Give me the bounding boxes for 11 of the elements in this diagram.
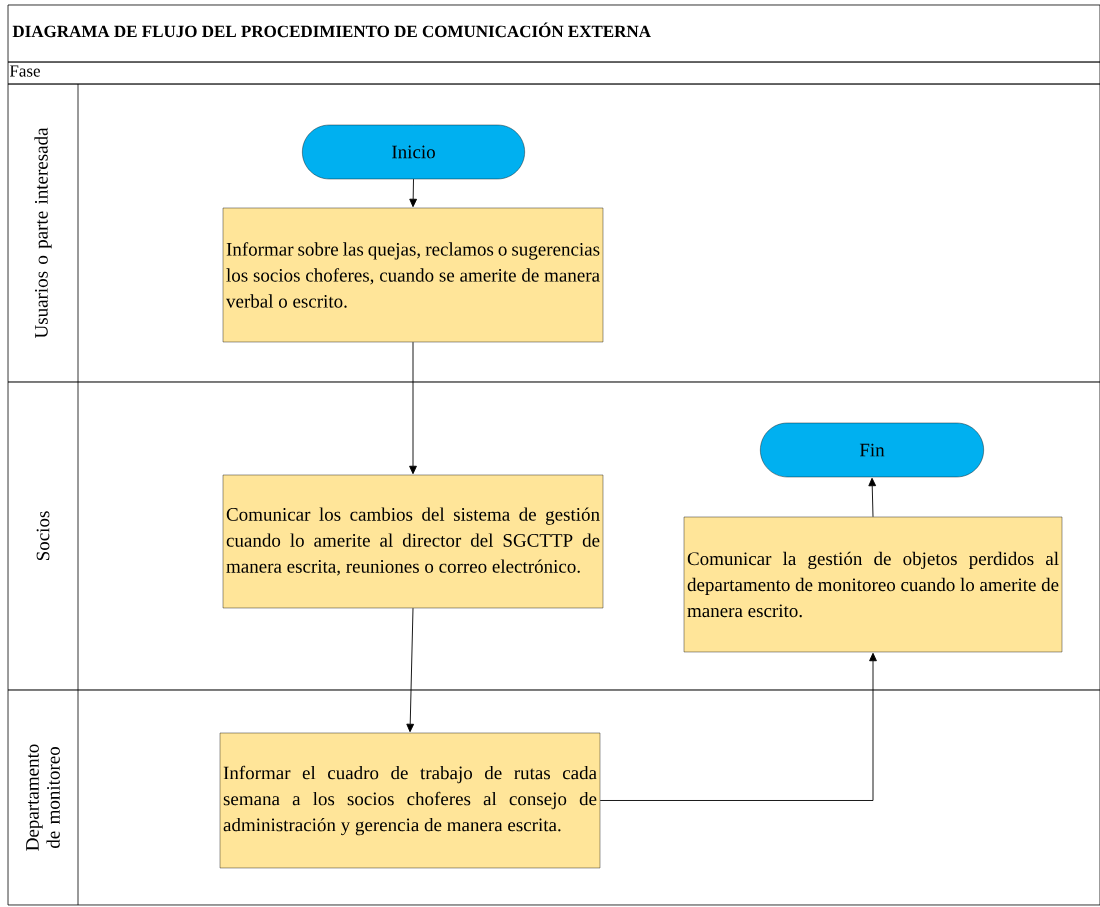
arrow xyxy=(406,607,415,733)
header-row: Fase xyxy=(7,61,1100,85)
arrow xyxy=(599,652,877,801)
title-bar: DIAGRAMA DE FLUJO DEL PROCEDIMIENTO DE COMUNICACIÓN EXTERNA xyxy=(7,4,1100,63)
process-box: Informar el cuadro de trabajo de rutas cada semana a los socios choferes al consejo de administración y gerencia de manera escrita. xyxy=(219,732,601,869)
process-box: Comunicar la gestión de objetos perdidos al departamento de monitoreo cuando lo amerite de manera escrito. xyxy=(683,516,1063,653)
process-box: Comunicar los cambios del sistema de gestión cuando lo amerite al director del SGCTTP de manera escrita, reuniones o correo electrónico. xyxy=(222,474,604,609)
arrow xyxy=(409,341,417,475)
process-box: Informar sobre las quejas, reclamos o sugerencias los socios choferes, cuando se amerite de manera verbal o escrito. xyxy=(222,207,604,343)
arrow xyxy=(409,178,417,208)
arrow xyxy=(868,477,877,518)
